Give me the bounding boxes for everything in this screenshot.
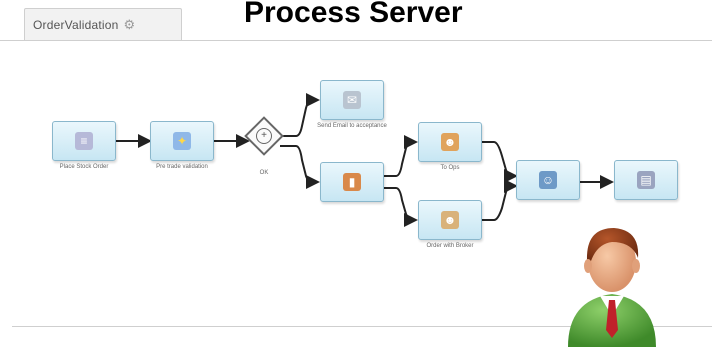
- task-send-email[interactable]: ✉: [320, 80, 384, 120]
- connector-3: [280, 93, 320, 137]
- connector-6: [384, 187, 418, 227]
- connector-5: [384, 135, 418, 177]
- task-user-review[interactable]: ☺: [516, 160, 580, 200]
- task-label: To Ops: [440, 165, 460, 171]
- connector-8: [482, 179, 518, 221]
- user-avatar-icon: [568, 228, 656, 347]
- report-icon: ▤: [637, 171, 655, 189]
- task-label: Order with Broker: [426, 243, 474, 249]
- tab-order-validation[interactable]: OrderValidation ⚙: [24, 8, 182, 41]
- task-to-ops[interactable]: ☻: [418, 122, 482, 162]
- page-title: Process Server: [244, 0, 463, 29]
- lightbulb-icon: ✦: [173, 132, 191, 150]
- envelope-icon: ✉: [343, 91, 361, 109]
- gateway-label: OK: [259, 170, 269, 176]
- user-group-icon: ☻: [441, 133, 459, 151]
- task-label: Place Stock Order: [59, 164, 109, 170]
- task-place-stock-order[interactable]: ≡: [52, 121, 116, 161]
- tab-strip: OrderValidation ⚙: [0, 0, 712, 42]
- door-icon: ▮: [343, 173, 361, 191]
- gear-icon[interactable]: ⚙: [123, 17, 136, 32]
- task-reject-order[interactable]: ▮: [320, 162, 384, 202]
- user-icon: ☺: [539, 171, 557, 189]
- user-group-icon: ☻: [441, 211, 459, 229]
- connector-7: [482, 141, 518, 183]
- tab-label: OrderValidation: [33, 18, 119, 32]
- gateway-marker: +: [256, 128, 272, 144]
- tab-divider: [0, 40, 712, 41]
- task-report[interactable]: ▤: [614, 160, 678, 200]
- task-label: Pre trade validation: [156, 164, 208, 170]
- task-order-with-broker[interactable]: ☻: [418, 200, 482, 240]
- document-icon: ≡: [75, 132, 93, 150]
- task-label: Send Email to acceptance: [317, 123, 387, 129]
- task-pre-trade-validation[interactable]: ✦: [150, 121, 214, 161]
- connector-4: [280, 145, 320, 189]
- canvas-bottom-border: [12, 326, 712, 327]
